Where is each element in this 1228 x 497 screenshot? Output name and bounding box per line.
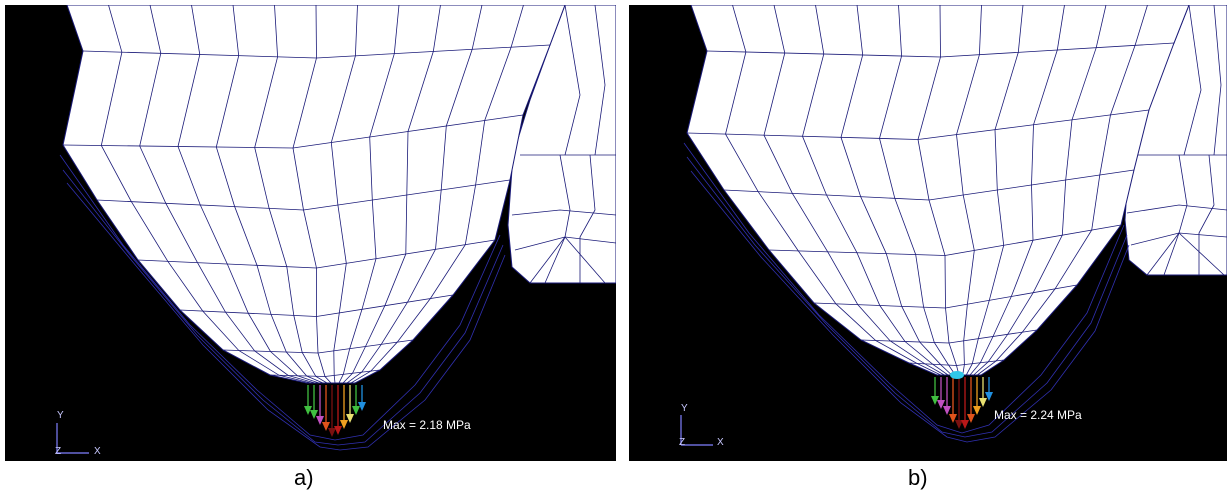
mesh-column-line: [346, 5, 483, 384]
pressure-arrow-head: [328, 428, 336, 437]
triad-x-label-b: X: [717, 437, 724, 448]
fem-mesh-b: [680, 5, 1227, 446]
pressure-arrow-head: [340, 420, 348, 429]
neighbor-mesh-line: [1198, 154, 1215, 275]
mesh-column-line: [969, 5, 1065, 376]
pressure-arrow-head: [973, 406, 981, 415]
caption-a: a): [294, 465, 314, 490]
neighbor-mesh-line: [1213, 5, 1222, 156]
pressure-arrow-head: [931, 396, 939, 405]
pressure-arrow-head: [346, 414, 354, 423]
neighbor-mesh-line: [1163, 154, 1188, 276]
max-pressure-label-b: Max = 2.24 MPa: [994, 408, 1082, 422]
mesh-column-line: [802, 5, 949, 376]
triad-x-label-a: X: [94, 446, 101, 457]
mesh-column-line: [254, 5, 328, 384]
triad-y-label-b: Y: [681, 403, 688, 414]
pressure-arrow-head: [316, 416, 324, 425]
mesh-column-line: [139, 5, 316, 384]
mesh-column-line: [965, 5, 1024, 376]
triad-z-label-a: Z: [55, 446, 62, 457]
fem-panel-a: Max = 2.18 MPa Y X Z: [5, 5, 616, 461]
mesh-column-line: [215, 5, 324, 384]
mesh-column-line: [973, 5, 1107, 376]
neighbor-mesh-line: [1146, 232, 1180, 276]
fem-panel-b: Max = 2.24 MPa Y X Z: [629, 5, 1227, 461]
max-pressure-label-a: Max = 2.18 MPa: [383, 418, 471, 432]
contact-layer-line: [66, 182, 506, 451]
mesh-column-line: [177, 5, 320, 384]
pressure-arrow-head: [352, 406, 360, 415]
mesh-column-line: [330, 5, 358, 384]
contact-layer-line: [683, 142, 1125, 434]
neighbor-mesh-line: [564, 5, 581, 156]
mesh-column-line: [338, 5, 400, 384]
mesh-column-line: [292, 5, 332, 384]
pressure-arrow-head: [985, 392, 993, 401]
triad-y-label-a: Y: [57, 410, 64, 421]
pressure-arrow-head: [949, 414, 957, 423]
pressure-arrow-head: [967, 414, 975, 423]
contact-layer-line: [690, 170, 1130, 443]
neighbor-mesh-line: [1178, 232, 1225, 276]
neighbor-mesh-line: [544, 154, 571, 284]
pressure-arrow-head: [358, 402, 366, 411]
contact-bump-highlight: [950, 371, 964, 379]
mesh-column-line: [100, 5, 312, 384]
pressure-arrow-head: [937, 400, 945, 409]
mesh-column-line: [917, 5, 960, 376]
mesh-column-line: [879, 5, 956, 376]
main-body-outline: [686, 5, 1190, 376]
mesh-column-line: [725, 5, 941, 376]
main-body-outline: [62, 5, 566, 384]
neighbor-mesh-line: [1126, 204, 1227, 214]
neighbor-mesh-line: [594, 5, 606, 156]
pressure-arrow-head: [943, 406, 951, 415]
pressure-arrow-head: [334, 426, 342, 435]
pressure-arrow-head: [955, 420, 963, 429]
triad-z-label-b: Z: [679, 437, 686, 448]
pressure-arrow-head: [961, 420, 969, 429]
pressure-arrow-head: [322, 422, 330, 431]
mesh-column-line: [350, 5, 524, 384]
mesh-column-line: [342, 5, 441, 384]
contact-layer-line: [59, 154, 501, 441]
mesh-column-line: [977, 5, 1148, 376]
mesh-column-line: [763, 5, 945, 376]
neighbor-mesh-line: [579, 154, 596, 283]
pressure-arrow-head: [310, 410, 318, 419]
mesh-column-line: [956, 5, 982, 376]
neighbor-mesh-line: [564, 236, 606, 284]
neighbor-part-outline: [507, 5, 616, 284]
neighbor-mesh-line: [511, 209, 616, 216]
neighbor-mesh-line: [529, 236, 566, 284]
pressure-arrow-head: [979, 398, 987, 407]
fem-mesh-a: [56, 5, 616, 454]
mesh-column-line: [840, 5, 952, 376]
neighbor-mesh-line: [1183, 5, 1202, 156]
contact-layer-line: [62, 169, 504, 446]
contact-layer-line: [686, 156, 1128, 438]
caption-b: b): [908, 465, 928, 490]
pressure-arrow-head: [304, 406, 312, 415]
